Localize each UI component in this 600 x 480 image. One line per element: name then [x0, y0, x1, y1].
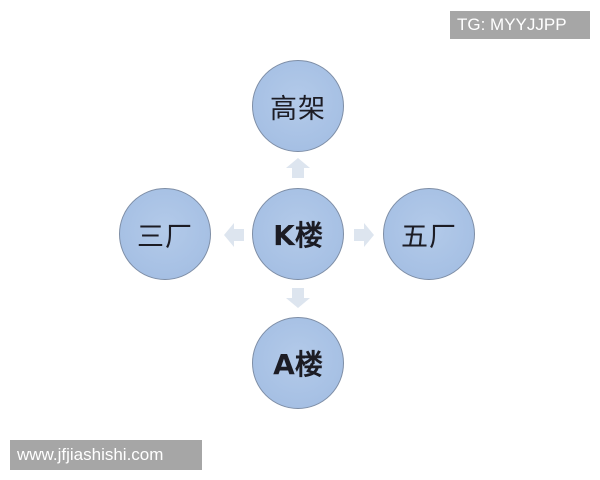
- arrow-right-icon: [354, 223, 374, 247]
- arrow-down-icon: [286, 288, 310, 308]
- node-right-label: 五厂: [401, 221, 457, 253]
- node-top: 高架: [252, 60, 344, 152]
- node-bottom: A楼: [252, 317, 344, 409]
- arrow-left-icon: [224, 223, 244, 247]
- node-center-label: K楼: [273, 219, 323, 252]
- node-center: K楼: [252, 188, 344, 280]
- node-left-label: 三厂: [137, 221, 193, 253]
- watermark-top-right: TG: MYYJJPP: [450, 11, 590, 39]
- watermark-bottom-left: www.jfjiashishi.com: [10, 440, 202, 470]
- arrow-up-icon: [286, 158, 310, 178]
- node-right: 五厂: [383, 188, 475, 280]
- node-bottom-label: A楼: [273, 348, 323, 381]
- node-left: 三厂: [119, 188, 211, 280]
- node-top-label: 高架: [270, 93, 326, 125]
